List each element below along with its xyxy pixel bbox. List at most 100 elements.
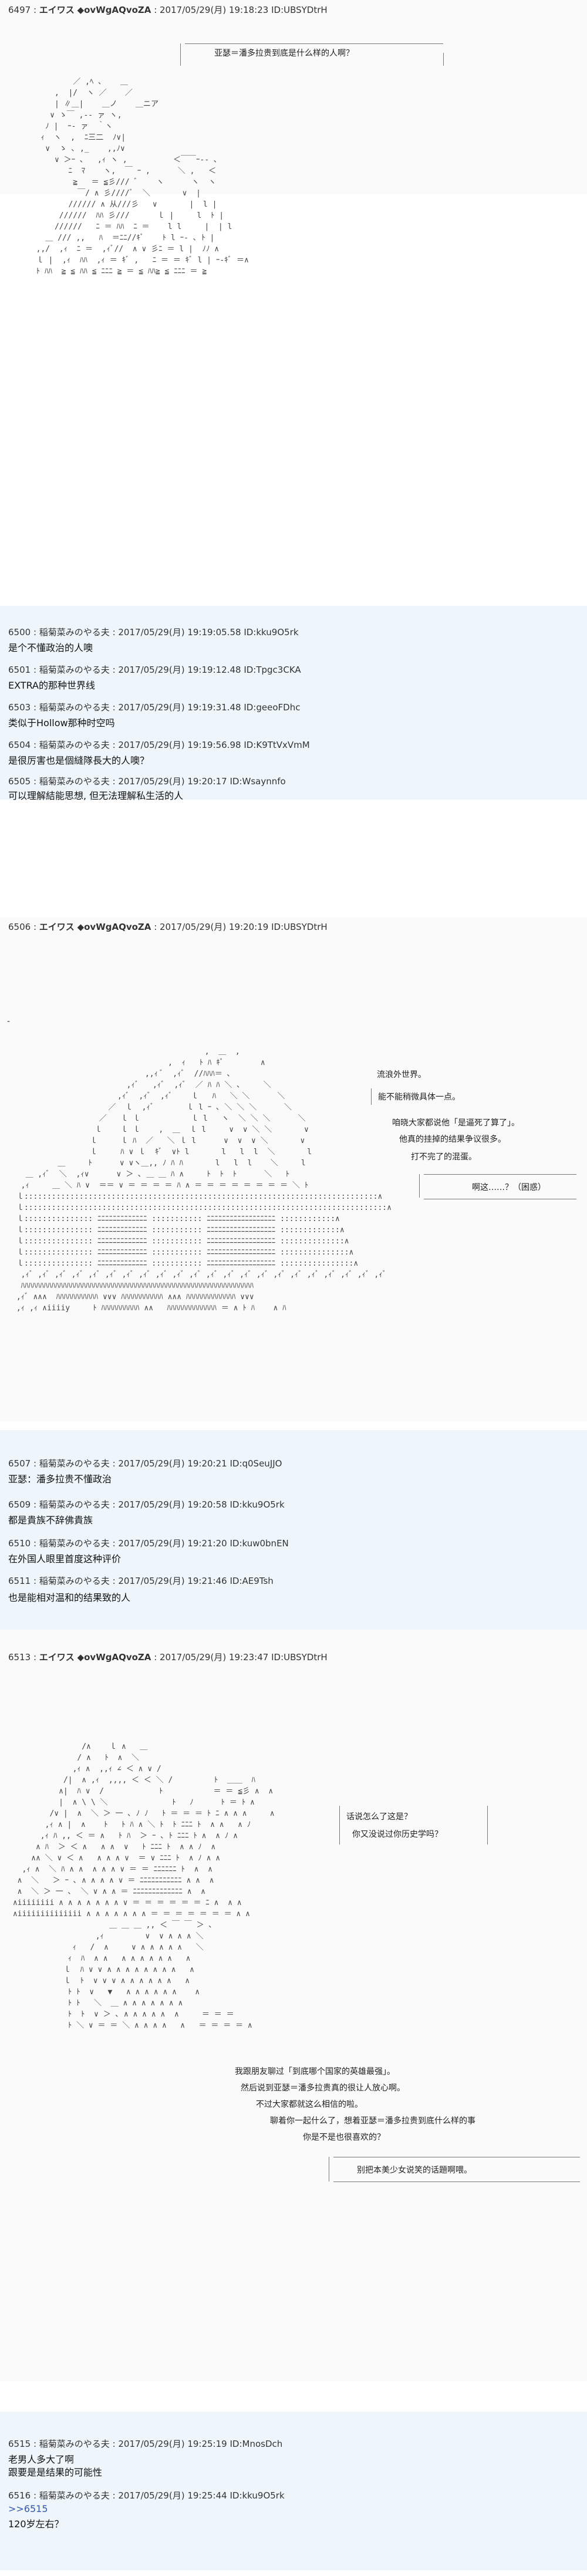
post-header: 6515 : 稲菊菜みのやる夫 : 2017/05/29(月) 19:25:19… <box>8 2439 283 2449</box>
poster-trip: ◆ovWgAQvoZA <box>77 5 151 15</box>
poster-name: 稲菊菜みのやる夫 <box>39 740 110 750</box>
post-body: 是很厉害也是個縫隊長大的人噢？ <box>8 755 150 766</box>
poster-id[interactable]: ID:geeoFDhc <box>244 702 301 713</box>
poster-id[interactable]: ID:AE9Tsh <box>230 1576 274 1586</box>
poster-name: 稲菊菜みのやる夫 <box>39 665 110 675</box>
op-post-6506: 6506 : エイワス ◆ovWgAQvoZA : 2017/05/29(月) … <box>0 917 587 1422</box>
post-header: 6510 : 稲菊菜みのやる夫 : 2017/05/29(月) 19:21:20… <box>8 1538 289 1549</box>
post-date: 2017/05/29(月) 19:19:05.58 <box>118 627 241 638</box>
post-date: 2017/05/29(月) 19:25:44 <box>118 2490 227 2501</box>
post-header: 6505 : 稲菊菜みのやる夫 : 2017/05/29(月) 19:20:17… <box>8 776 286 787</box>
post-number[interactable]: 6500 <box>8 627 31 638</box>
post-body: EXTRA的那种世界线 <box>8 680 95 691</box>
poster-name: エイワス <box>39 5 75 15</box>
poster-id[interactable]: ID:UBSYDtrH <box>271 922 328 932</box>
poster-id[interactable]: ID:kuw0bnEN <box>230 1538 289 1549</box>
post-body: 也是能相对温和的结果致的人 <box>8 1592 131 1603</box>
bubble-text: 啊这……？（困惑） <box>472 1183 546 1192</box>
post-body: 跟要是是结果的可能性 <box>8 2467 103 2478</box>
poster-id[interactable]: ID:K9TtVxVmM <box>244 740 310 750</box>
post-number[interactable]: 6509 <box>8 1499 31 1510</box>
stray-mark: - <box>7 1017 11 1026</box>
bubble-text: 亚瑟＝潘多拉贵到底是什么样的人啊？ <box>214 49 354 58</box>
post-date: 2017/05/29(月) 19:20:17 <box>118 776 227 787</box>
dialogue-line: 我跟朋友聊过「到底哪个国家的英雄最强」。 <box>235 2067 395 2076</box>
post-number[interactable]: 6507 <box>8 1458 31 1469</box>
poster-name: 稲菊菜みのやる夫 <box>39 702 110 713</box>
post-date: 2017/05/29(月) 19:19:12.48 <box>118 665 241 675</box>
poster-name: 稲菊菜みのやる夫 <box>39 1499 110 1510</box>
dialogue-line: 他真的挂掉的结果争议很多。 <box>399 1135 506 1144</box>
speech-bubble: 别把本美少女说笑的话題啊喂。 <box>329 2157 580 2182</box>
post-number[interactable]: 6504 <box>8 740 31 750</box>
dialogue-line: 你又没说过你历史学吗？ <box>352 1830 443 1839</box>
poster-id[interactable]: ID:Tpgc3CKA <box>244 665 301 675</box>
post-date: 2017/05/29(月) 19:21:46 <box>118 1576 227 1586</box>
reply-anchor-link[interactable]: >>6515 <box>8 2503 48 2514</box>
post-number[interactable]: 6505 <box>8 776 31 787</box>
poster-id[interactable]: ID:Wsaynnfo <box>230 776 286 787</box>
post-number[interactable]: 6510 <box>8 1538 31 1549</box>
poster-name: 稲菊菜みのやる夫 <box>39 1538 110 1549</box>
speech-bubble: 话说怎么了这是？ <box>339 1806 488 1845</box>
dialogue-line: 你是不是也很喜欢的？ <box>303 2133 385 2142</box>
poster-name: エイワス <box>39 922 75 932</box>
post-header: 6504 : 稲菊菜みのやる夫 : 2017/05/29(月) 19:19:56… <box>8 740 310 750</box>
post-header: 6503 : 稲菊菜みのやる夫 : 2017/05/29(月) 19:19:31… <box>8 702 301 713</box>
post-date: 2017/05/29(月) 19:20:58 <box>118 1499 227 1510</box>
post-date: 2017/05/29(月) 19:18:23 <box>160 5 269 15</box>
poster-id[interactable]: ID:UBSYDtrH <box>271 5 328 15</box>
poster-name: 稲菊菜みのやる夫 <box>39 627 110 638</box>
post-header: 6506 : エイワス ◆ovWgAQvoZA : 2017/05/29(月) … <box>8 922 328 932</box>
post-date: 2017/05/29(月) 19:20:19 <box>160 922 269 932</box>
poster-trip: ◆ovWgAQvoZA <box>77 922 151 932</box>
op-post-6513: 6513 : エイワス ◆ovWgAQvoZA : 2017/05/29(月) … <box>0 1630 587 2381</box>
bubble-text: 别把本美少女说笑的话題啊喂。 <box>357 2166 472 2175</box>
post-body: 类似于Hollow那种时空吗 <box>8 717 115 729</box>
ascii-art-character: ／ ,ﾍ ､ ＿ , |/ ヽ ／ ／ | ∥＿| ＿ノ ＿ニア ∨ ゝ￣ ,-… <box>36 77 249 276</box>
poster-name: 稲菊菜みのやる夫 <box>39 1576 110 1586</box>
post-date: 2017/05/29(月) 19:23:47 <box>160 1652 269 1663</box>
post-header: 6513 : エイワス ◆ovWgAQvoZA : 2017/05/29(月) … <box>8 1652 328 1663</box>
post-header: 6497 : エイワス ◆ovWgAQvoZA : 2017/05/29(月) … <box>8 5 328 15</box>
bubble-text: 能不能稍微具体一点。 <box>378 1093 460 1102</box>
post-header: 6500 : 稲菊菜みのやる夫 : 2017/05/29(月) 19:19:05… <box>8 627 299 638</box>
post-number[interactable]: 6513 <box>8 1652 31 1663</box>
speech-bubble: 啊这……？（困惑） <box>419 1174 576 1199</box>
reply-group-1: 6500 : 稲菊菜みのやる夫 : 2017/05/29(月) 19:19:05… <box>0 606 587 801</box>
post-header: 6511 : 稲菊菜みのやる夫 : 2017/05/29(月) 19:21:46… <box>8 1576 274 1586</box>
speech-bubble: 亚瑟＝潘多拉贵到底是什么样的人啊？ <box>180 43 444 66</box>
post-header: 6516 : 稲菊菜みのやる夫 : 2017/05/29(月) 19:25:44… <box>8 2490 285 2501</box>
post-body: 在外国人眼里首度这种评价 <box>8 1553 122 1565</box>
dialogue-line: 打不完了的混蛋。 <box>411 1152 477 1162</box>
dialogue-line: 咱晓大家都说他「是逼死了算了」。 <box>392 1118 519 1128</box>
post-date: 2017/05/29(月) 19:19:56.98 <box>118 740 241 750</box>
poster-name: 稲菊菜みのやる夫 <box>39 776 110 787</box>
post-number[interactable]: 6515 <box>8 2439 31 2449</box>
poster-id[interactable]: ID:kku9O5rk <box>230 2490 285 2501</box>
poster-id[interactable]: ID:q0SeuJJO <box>230 1458 282 1469</box>
poster-id[interactable]: ID:kku9O5rk <box>230 1499 285 1510</box>
post-number[interactable]: 6506 <box>8 922 31 932</box>
post-body: 120岁左右？ <box>8 2518 64 2530</box>
reply-group-3: 6515 : 稲菊菜みのやる夫 : 2017/05/29(月) 19:25:19… <box>0 2412 587 2570</box>
post-number[interactable]: 6501 <box>8 665 31 675</box>
dialogue-line: 聊着你一起什么了，想着亚瑟＝潘多拉贵到底什么样的事 <box>270 2116 475 2126</box>
poster-name: 稲菊菜みのやる夫 <box>39 2439 110 2449</box>
post-body: 亚瑟：潘多拉贵不懂政治 <box>8 1474 112 1485</box>
post-body: 可以理解結能思想, 但无法理解私生活的人 <box>8 790 184 801</box>
poster-id[interactable]: ID:UBSYDtrH <box>271 1652 328 1663</box>
post-number[interactable]: 6503 <box>8 702 31 713</box>
poster-id[interactable]: ID:kku9O5rk <box>244 627 299 638</box>
poster-id[interactable]: ID:MnosDch <box>230 2439 283 2449</box>
op-post-6497: 6497 : エイワス ◆ovWgAQvoZA : 2017/05/29(月) … <box>0 0 587 276</box>
post-number[interactable]: 6511 <box>8 1576 31 1586</box>
post-header: 6507 : 稲菊菜みのやる夫 : 2017/05/29(月) 19:20:21… <box>8 1458 282 1469</box>
reply-group-2: 6507 : 稲菊菜みのやる夫 : 2017/05/29(月) 19:20:21… <box>0 1430 587 1630</box>
post-number[interactable]: 6516 <box>8 2490 31 2501</box>
post-body: 都是貴族不辞佛貴族 <box>8 1515 93 1526</box>
ascii-art-character: , ＿ , , ｨ ﾄ ﾊ ｷﾞ ∧ ,,ｨ ﾞ ,ｨﾞ //ﾊﾊﾊ＝ ､ ,ｨ… <box>16 1047 392 1313</box>
post-number[interactable]: 6497 <box>8 5 31 15</box>
poster-name: 稲菊菜みのやる夫 <box>39 2490 110 2501</box>
post-header: 6509 : 稲菊菜みのやる夫 : 2017/05/29(月) 19:20:58… <box>8 1499 285 1510</box>
